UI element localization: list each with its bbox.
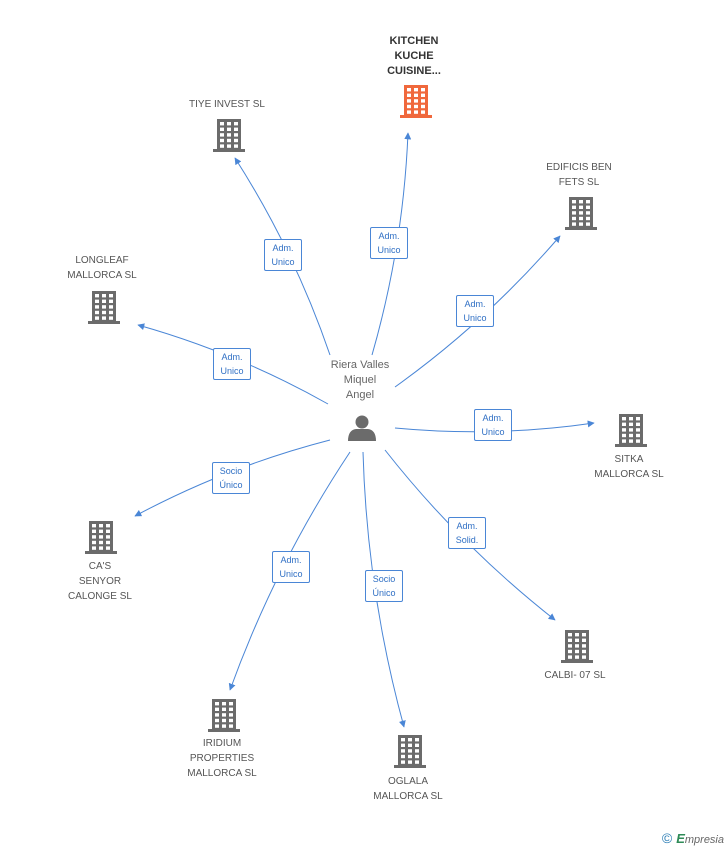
building-icon[interactable] <box>213 119 245 152</box>
relation-label-edificis[interactable]: Adm. Unico <box>456 295 494 327</box>
company-name-longleaf: LONGLEAF MALLORCA SL <box>67 255 137 281</box>
company-name-edificis: EDIFICIS BEN FETS SL <box>546 162 612 188</box>
relation-label-sitka[interactable]: Adm. Unico <box>474 409 512 441</box>
building-icon[interactable] <box>85 521 117 554</box>
relation-label-calbi[interactable]: Adm. Solid. <box>448 517 486 549</box>
company-name-iridium: IRIDIUM PROPERTIES MALLORCA SL <box>187 737 257 779</box>
relation-label-tiye[interactable]: Adm. Unico <box>264 239 302 271</box>
company-name-calbi: CALBI- 07 SL <box>544 669 606 681</box>
relation-label-kitchen[interactable]: Adm. Unico <box>370 227 408 259</box>
company-name-tiye: TIYE INVEST SL <box>189 98 265 110</box>
building-icon[interactable] <box>615 414 647 447</box>
brand-logo: Empresia <box>676 830 724 846</box>
building-icon[interactable] <box>208 699 240 732</box>
building-icon[interactable] <box>400 85 432 118</box>
building-icon[interactable] <box>394 735 426 768</box>
company-name-cas: CA'S SENYOR CALONGE SL <box>68 560 132 602</box>
company-name-oglala: OGLALA MALLORCA SL <box>373 776 443 802</box>
center-person-name: Riera Valles Miquel Angel <box>330 358 390 401</box>
person-icon[interactable] <box>348 415 376 442</box>
building-icon[interactable] <box>561 630 593 663</box>
footer-brand[interactable]: © Empresia <box>662 830 724 846</box>
relation-label-oglala[interactable]: Socio Único <box>365 570 403 602</box>
building-icon[interactable] <box>565 197 597 230</box>
company-name-kitchen: KITCHEN KUCHE CUISINE... <box>387 34 441 77</box>
copyright-symbol: © <box>661 830 673 846</box>
relation-label-longleaf[interactable]: Adm. Unico <box>213 348 251 380</box>
relation-label-cas[interactable]: Socio Único <box>212 462 250 494</box>
building-icon[interactable] <box>88 291 120 324</box>
relation-label-iridium[interactable]: Adm. Unico <box>272 551 310 583</box>
company-name-sitka: SITKA MALLORCA SL <box>594 454 664 480</box>
